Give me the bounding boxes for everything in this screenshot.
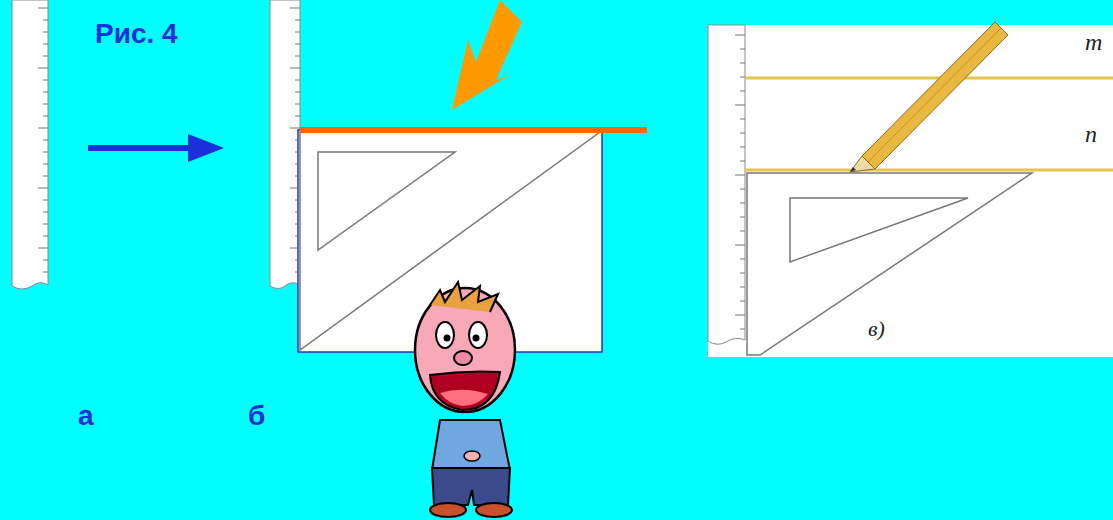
ruler-tick	[295, 80, 300, 81]
ruler-tick	[740, 91, 745, 92]
ruler-tick	[740, 287, 745, 288]
ruler-tick	[295, 32, 300, 33]
ruler-tick	[740, 329, 745, 330]
ruler-tick	[43, 20, 48, 21]
line-label: n	[1085, 122, 1097, 146]
ruler-tick	[740, 77, 745, 78]
ruler	[12, 0, 48, 289]
ruler-tick	[740, 259, 745, 260]
ruler-tick	[43, 116, 48, 117]
ruler-tick	[295, 20, 300, 21]
ruler-tick	[43, 56, 48, 57]
ruler-tick	[740, 273, 745, 274]
ruler-tick	[295, 92, 300, 93]
ruler-tick	[38, 188, 48, 189]
ruler-tick	[38, 8, 48, 9]
ruler-tick	[740, 147, 745, 148]
ruler-tick	[43, 176, 48, 177]
ruler-tick	[740, 189, 745, 190]
ruler-tick	[290, 8, 300, 9]
ruler-tick	[38, 68, 48, 69]
ruler-tick	[38, 248, 48, 249]
ruler-tick	[38, 128, 48, 129]
ruler-tick	[43, 164, 48, 165]
pointer-arrow	[452, 0, 522, 110]
ruler-tick	[740, 119, 745, 120]
ruler-tick	[740, 217, 745, 218]
ruler-tick	[740, 231, 745, 232]
ruler-tick	[735, 105, 745, 106]
ruler-tick	[43, 200, 48, 201]
ruler-tick	[735, 245, 745, 246]
ruler-tick	[740, 161, 745, 162]
subfigure-label: а	[78, 402, 94, 430]
ruler-tick	[735, 315, 745, 316]
ruler-tick	[290, 128, 300, 129]
ruler-tick	[295, 116, 300, 117]
subfigure-label: б	[248, 402, 265, 430]
ruler-tick	[740, 63, 745, 64]
arrow	[88, 134, 224, 162]
ruler-tick	[43, 92, 48, 93]
ruler-tick	[740, 301, 745, 302]
ruler	[270, 0, 300, 289]
ruler-tick	[43, 272, 48, 273]
subfigure-label: в)	[868, 318, 885, 340]
drawn-line	[300, 127, 647, 133]
ruler-tick	[295, 56, 300, 57]
ruler-tick	[740, 203, 745, 204]
ruler-tick	[43, 140, 48, 141]
ruler-tick	[295, 44, 300, 45]
figure-panel	[708, 22, 1113, 357]
ruler-tick	[740, 49, 745, 50]
ruler-tick	[740, 133, 745, 134]
figure-title: Рис. 4	[95, 20, 178, 48]
cartoon-boy	[415, 282, 515, 517]
ruler-tick	[43, 104, 48, 105]
ruler-tick	[43, 260, 48, 261]
ruler-tick	[735, 175, 745, 176]
ruler-tick	[43, 80, 48, 81]
ruler-tick	[43, 44, 48, 45]
ruler-tick	[43, 224, 48, 225]
ruler-tick	[290, 68, 300, 69]
ruler-tick	[43, 212, 48, 213]
ruler-tick	[43, 152, 48, 153]
ruler-tick	[43, 236, 48, 237]
ruler-tick	[735, 35, 745, 36]
ruler-tick	[43, 32, 48, 33]
ruler-tick	[295, 104, 300, 105]
line-label: m	[1085, 30, 1102, 54]
